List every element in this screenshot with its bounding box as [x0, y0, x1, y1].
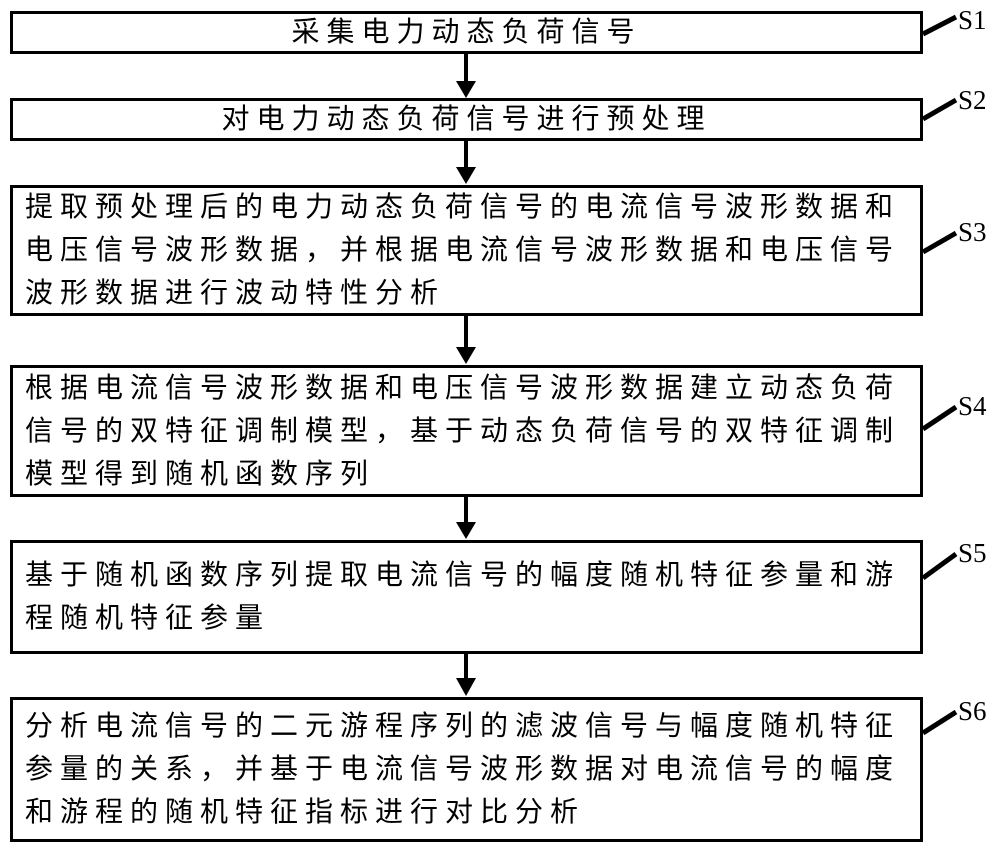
flow-step-text-line: 程随机特征参量	[13, 597, 920, 640]
down-arrow-4-icon	[456, 497, 476, 539]
step-label-s5: S5	[958, 538, 1000, 568]
flow-step-text-line: 模型得到随机函数序列	[13, 453, 920, 496]
label-tick-s4	[923, 407, 956, 429]
flow-step-text-line: 基于随机函数序列提取电流信号的幅度随机特征参量和游	[13, 554, 920, 597]
step-label-s2: S2	[958, 85, 1000, 115]
flow-step-text-line: 和游程的随机特征指标进行对比分析	[13, 791, 920, 834]
flow-step-text-line: 分析电流信号的二元游程序列的滤波信号与幅度随机特征	[13, 705, 920, 748]
flow-step-box-s5: 基于随机函数序列提取电流信号的幅度随机特征参量和游 程随机特征参量	[10, 540, 923, 654]
flow-step-text-line: 参量的关系，并基于电流信号波形数据对电流信号的幅度	[13, 748, 920, 791]
flow-step-text-line: 根据电流信号波形数据和电压信号波形数据建立动态负荷	[13, 367, 920, 410]
label-tick-s5	[923, 554, 956, 578]
label-tick-s1	[923, 17, 956, 34]
flow-step-text-line: 波形数据进行波动特性分析	[13, 272, 920, 315]
step-label-s4: S4	[958, 391, 1000, 421]
flow-step-text-line: 提取预处理后的电力动态负荷信号的电流信号波形数据和	[13, 186, 920, 229]
step-label-s6: S6	[958, 696, 1000, 726]
down-arrow-5-icon	[456, 654, 476, 696]
label-tick-s6	[923, 712, 956, 733]
down-arrow-3-icon	[456, 316, 476, 364]
flow-step-text-line: 采集电力动态负荷信号	[13, 11, 920, 54]
flow-step-box-s6: 分析电流信号的二元游程序列的滤波信号与幅度随机特征 参量的关系，并基于电流信号波…	[10, 697, 923, 842]
down-arrow-1-icon	[456, 54, 476, 98]
step-label-s1: S1	[958, 5, 1000, 35]
flow-step-box-s2: 对电力动态负荷信号进行预处理	[10, 98, 923, 141]
flow-step-text-line: 电压信号波形数据，并根据电流信号波形数据和电压信号	[13, 229, 920, 272]
flow-step-box-s4: 根据电流信号波形数据和电压信号波形数据建立动态负荷 信号的双特征调制模型，基于动…	[10, 365, 923, 497]
flow-step-text-line: 信号的双特征调制模型，基于动态负荷信号的双特征调制	[13, 410, 920, 453]
down-arrow-2-icon	[456, 141, 476, 184]
flow-step-text-line: 对电力动态负荷信号进行预处理	[13, 98, 920, 141]
flow-step-box-s1: 采集电力动态负荷信号	[10, 11, 923, 54]
label-tick-s3	[923, 233, 956, 252]
step-label-s3: S3	[958, 217, 1000, 247]
label-tick-s2	[923, 100, 956, 119]
flow-step-box-s3: 提取预处理后的电力动态负荷信号的电流信号波形数据和 电压信号波形数据，并根据电流…	[10, 185, 923, 316]
